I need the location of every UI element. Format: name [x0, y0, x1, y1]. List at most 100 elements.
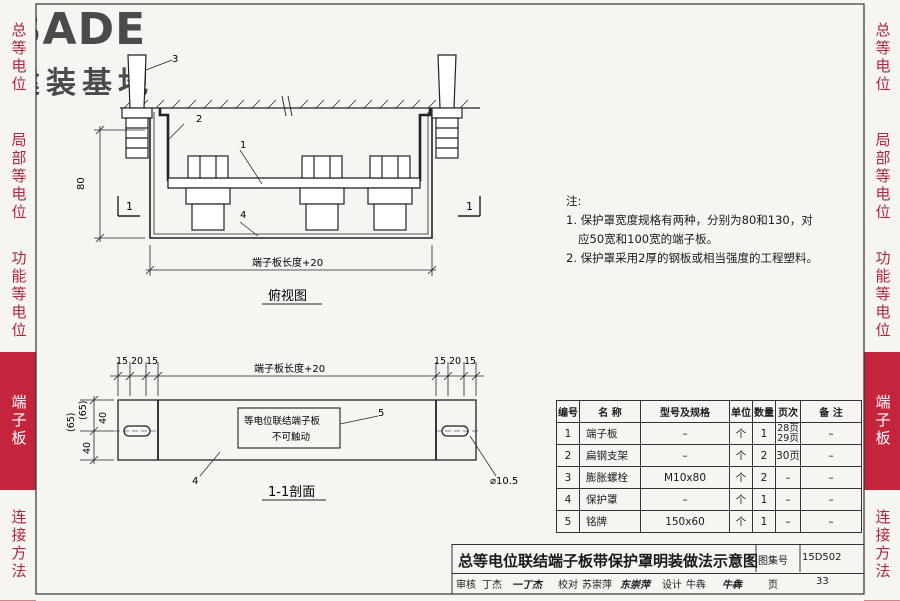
dim-v2: (65)	[78, 400, 89, 420]
cell-unit: 个	[729, 444, 753, 467]
atlas-label: 图集号	[758, 556, 788, 567]
terminal-plate-1	[167, 177, 421, 189]
tab-right-tabs-2[interactable]: 功能等电位	[864, 238, 900, 353]
cell-name: 扁钢支架	[579, 444, 641, 467]
cell-spec: –	[640, 488, 730, 511]
cell-note: –	[800, 422, 862, 445]
cell-unit: 个	[729, 466, 753, 489]
tab-left-tabs-3[interactable]: 端子板	[0, 352, 36, 491]
cell-name: 保护罩	[579, 488, 641, 511]
tab-left-tabs-1[interactable]: 局部等电位	[0, 116, 36, 239]
expansion-bolt-right	[431, 54, 463, 159]
callout-4-top: 4	[240, 210, 246, 221]
col-qty: 数量	[752, 400, 776, 423]
nameplate-5	[237, 407, 341, 449]
top-leaders	[145, 59, 263, 237]
dim-l3: 15	[146, 356, 158, 367]
cell-page: –	[775, 510, 801, 533]
drawing-frame	[35, 3, 865, 595]
cell-unit: 个	[729, 488, 753, 511]
cell-no: 1	[556, 422, 580, 445]
section-view	[80, 362, 497, 477]
break-mark	[281, 95, 293, 117]
terminal-bolt-1	[185, 155, 231, 231]
callout-1: 1	[240, 140, 246, 151]
cell-qty: 1	[752, 422, 776, 445]
notes-heading: 注:	[566, 194, 582, 208]
callout-2: 2	[196, 114, 202, 125]
dim-width-label-section: 端子板长度+20	[254, 362, 325, 375]
dim-width	[145, 245, 437, 276]
col-spec: 型号及规格	[640, 400, 730, 423]
section-mark-left	[117, 196, 140, 217]
top-view-title: 俯视图	[268, 288, 307, 304]
tab-right-tabs-3[interactable]: 端子板	[864, 352, 900, 491]
cell-no: 2	[556, 444, 580, 467]
tab-left-tabs-4[interactable]: 连接方法	[0, 490, 36, 601]
cover-elevation	[117, 399, 477, 461]
dim-80-label: 80	[76, 177, 87, 190]
cell-name: 铭牌	[579, 510, 641, 533]
cell-qty: 1	[752, 488, 776, 511]
tab-left-tabs-0[interactable]: 总等电位	[0, 0, 36, 117]
reviewer-name: 丁杰	[482, 580, 502, 591]
terminal-bolt-3	[367, 155, 413, 231]
col-unit: 单位	[729, 400, 753, 423]
left-tab-strip: 总等电位局部等电位功能等电位端子板连接方法	[0, 0, 36, 601]
tab-right-tabs-4[interactable]: 连接方法	[864, 490, 900, 601]
dim-v3: 40	[82, 442, 93, 454]
callout-4-section: 4	[192, 476, 198, 487]
section-mark-right	[458, 196, 481, 217]
cell-spec: –	[640, 444, 730, 467]
nameplate-text-2: 不可触动	[272, 431, 310, 443]
cell-no: 4	[556, 488, 580, 511]
check-label: 校对	[558, 580, 578, 591]
cell-page: –	[775, 488, 801, 511]
dim-r2: 20	[449, 356, 461, 367]
cell-qty: 2	[752, 444, 776, 467]
cell-spec: 150x60	[640, 510, 730, 533]
note-1b: 应50宽和100宽的端子板。	[578, 232, 719, 246]
page-ref: 29页	[777, 432, 799, 444]
col-note: 备 注	[800, 400, 862, 423]
page-label: 页	[768, 580, 778, 591]
design-label: 设计	[662, 580, 682, 591]
cell-spec: M10x80	[640, 466, 730, 489]
cell-name: 膨胀螺栓	[579, 466, 641, 489]
cell-name: 端子板	[579, 422, 641, 445]
nameplate-text-1: 等电位联结端子板	[244, 415, 321, 427]
col-no: 编号	[556, 400, 580, 423]
atlas-number: 15D502	[802, 552, 842, 563]
callout-3: 3	[172, 54, 178, 65]
right-tab-strip: 总等电位局部等电位功能等电位端子板连接方法	[864, 0, 900, 601]
tab-right-tabs-0[interactable]: 总等电位	[864, 0, 900, 117]
cell-note: –	[800, 510, 862, 533]
dim-v4: 40	[98, 412, 109, 424]
review-label: 审核	[456, 580, 476, 591]
tab-left-tabs-2[interactable]: 功能等电位	[0, 238, 36, 353]
cell-note: –	[800, 444, 862, 467]
dim-l1: 15	[116, 356, 128, 367]
notes: 注: 1. 保护罩宽度规格有两种，分别为80和130，对 应50宽和100宽的端…	[566, 192, 846, 268]
section-dims	[80, 362, 484, 465]
cell-qty: 1	[752, 510, 776, 533]
cell-page: 30页	[775, 444, 801, 467]
section-mark-right-label: 1	[466, 200, 473, 213]
checker-name: 苏崇萍	[582, 580, 612, 591]
expansion-bolt-left	[121, 54, 153, 159]
tab-right-tabs-1[interactable]: 局部等电位	[864, 116, 900, 239]
title-block-grid	[451, 544, 801, 594]
reviewer-signature: 一丁杰	[512, 580, 542, 591]
page-number: 33	[816, 576, 829, 587]
top-view	[94, 54, 481, 276]
drawing-title: 总等电位联结端子板带保护罩明装做法示意图	[458, 552, 759, 570]
designer-name: 牛犇	[686, 580, 706, 591]
callout-5: 5	[378, 408, 384, 419]
wall-hatch	[123, 99, 469, 109]
